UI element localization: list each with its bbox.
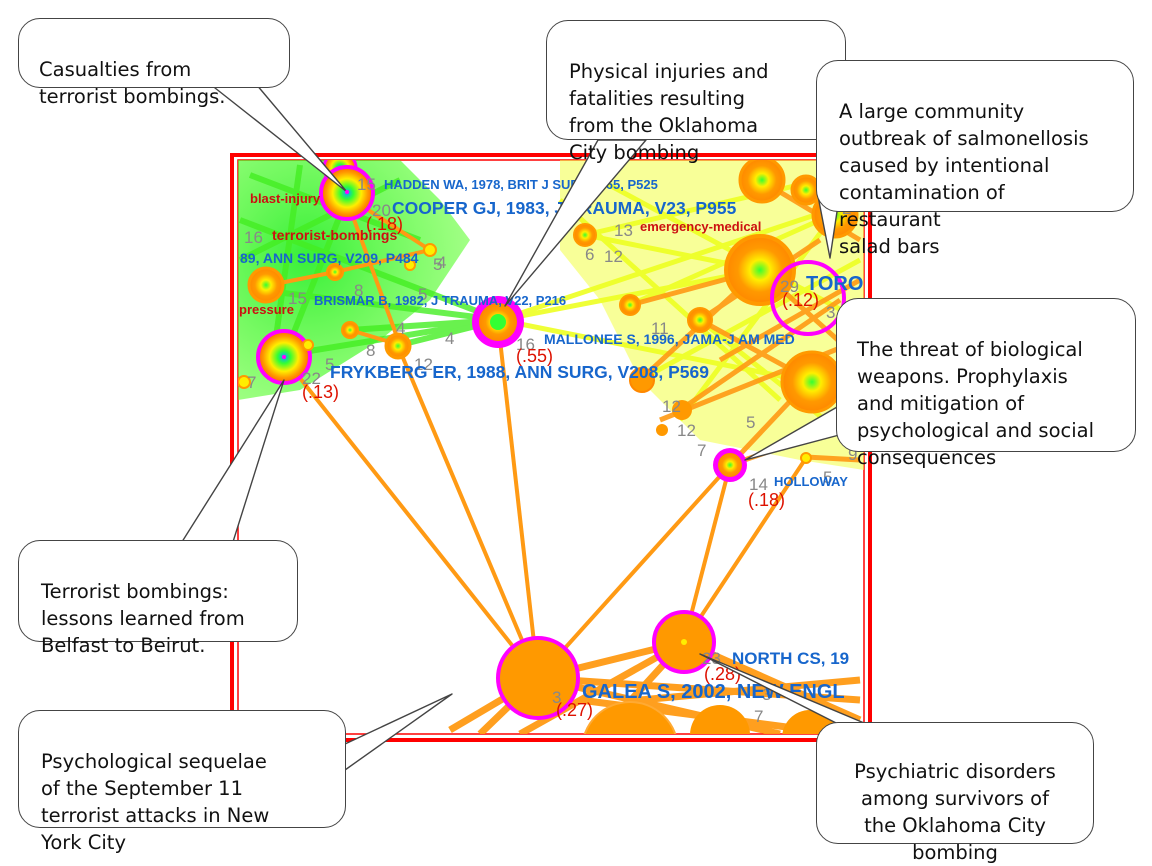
pointer-physical — [504, 139, 647, 307]
count-label: 5 — [746, 413, 755, 432]
count-label: 4 — [396, 319, 405, 338]
count-label: 3 — [552, 688, 561, 707]
callout-psychiatric-disorders: Psychiatric disorders among survivors of… — [816, 722, 1094, 864]
count-label: 16 — [244, 228, 263, 247]
callout-psychiatric-disorders-text: Psychiatric disorders among survivors of… — [854, 760, 1056, 864]
count-label: 13 — [614, 221, 633, 240]
callout-september-11-text: Psychological sequelae of the September … — [41, 750, 270, 854]
count-label: 22 — [302, 369, 321, 388]
callout-casualties: Casualties from terrorist bombings. — [18, 18, 290, 108]
count-label: 14 — [749, 475, 768, 494]
count-label: 4 — [437, 253, 446, 272]
count-label: 5 — [823, 468, 832, 487]
pivot-nodes — [472, 296, 747, 720]
ref-torok: TOROK — [806, 273, 878, 295]
ref-brismar: BRISMAR B, 1982, J TRAUMA, V22, P216 — [314, 293, 566, 308]
count-label: 12 — [414, 355, 433, 374]
centrality-north: (.28) — [704, 664, 741, 684]
centrality-galea: (.27) — [556, 700, 593, 720]
count-label: 5 — [418, 285, 427, 304]
callout-casualties-text: Casualties from terrorist bombings. — [39, 58, 226, 108]
centrality-frykberg: (.13) — [302, 382, 339, 402]
ref-hadden: HADDEN WA, 1978, BRIT J SURG, V65, P525 — [384, 177, 658, 192]
count-label: 16 — [516, 335, 535, 354]
callout-biological-weapons: The threat of biological weapons. Prophy… — [836, 298, 1136, 469]
keyword-terrorist-bombings: terrorist-bombings — [272, 227, 397, 243]
count-label: 8 — [354, 281, 363, 300]
count-label: 7 — [247, 373, 256, 392]
count-label: 7 — [697, 441, 706, 460]
count-label: 6 — [585, 245, 594, 264]
count-label: 12 — [677, 421, 696, 440]
callout-biological-weapons-text: The threat of biological weapons. Prophy… — [857, 338, 1094, 469]
count-label: 8 — [366, 341, 375, 360]
ref-ann-surg-209: 89, ANN SURG, V209, P484 — [240, 250, 419, 266]
keyword-pressure: pressure — [239, 302, 294, 317]
centrality-cooper: (.18) — [366, 214, 403, 234]
ref-north: NORTH CS, 19 — [732, 649, 849, 668]
ref-frykberg: FRYKBERG ER, 1988, ANN SURG, V208, P569 — [330, 362, 709, 382]
keyword-blast-injury: blast-injury — [250, 191, 321, 206]
count-label: 9 — [848, 445, 857, 464]
ref-holloway: HOLLOWAY — [774, 474, 848, 489]
count-label: 20 — [372, 201, 391, 220]
callout-physical-injuries-text: Physical injuries and fatalities resulti… — [569, 60, 769, 164]
keyword-labels: blast-injury terrorist-bombings emergenc… — [239, 191, 761, 317]
count-label: 5 — [433, 255, 442, 274]
count-label: 11 — [651, 319, 669, 338]
ref-mallonee: MALLONEE S, 1996, JAMA-J AM MED — [544, 331, 795, 347]
centrality-labels: (.18) (.55) (.13) (.12) (.18) (.28) (.27… — [302, 214, 819, 720]
count-label: 15 — [288, 289, 307, 308]
keyword-emergency-medical: emergency-medical — [640, 219, 761, 234]
count-label: 5 — [325, 355, 334, 374]
count-label: 3 — [826, 303, 835, 322]
callout-belfast-beirut: Terrorist bombings: lessons learned from… — [18, 540, 298, 657]
count-label: 12 — [662, 397, 681, 416]
centrality-torok: (.12) — [782, 290, 819, 310]
callout-september-11: Psychological sequelae of the September … — [18, 710, 346, 854]
count-label: 3 — [762, 685, 771, 704]
count-label: 4 — [445, 329, 454, 348]
callout-belfast-beirut-text: Terrorist bombings: lessons learned from… — [41, 580, 245, 657]
callout-targets — [282, 190, 349, 359]
callout-salmonellosis: A large community outbreak of salmonello… — [816, 60, 1134, 258]
count-label: 7 — [754, 707, 763, 726]
centrality-holloway: (.18) — [748, 490, 785, 510]
callout-pointers — [179, 83, 877, 771]
count-label: 29 — [780, 277, 799, 296]
callout-salmonellosis-text: A large community outbreak of salmonello… — [839, 100, 1089, 258]
count-label: 12 — [604, 247, 623, 266]
centrality-oklahoma: (.55) — [516, 346, 553, 366]
callout-physical-injuries: Physical injuries and fatalities resulti… — [546, 20, 846, 164]
count-label: 15 — [357, 175, 376, 194]
